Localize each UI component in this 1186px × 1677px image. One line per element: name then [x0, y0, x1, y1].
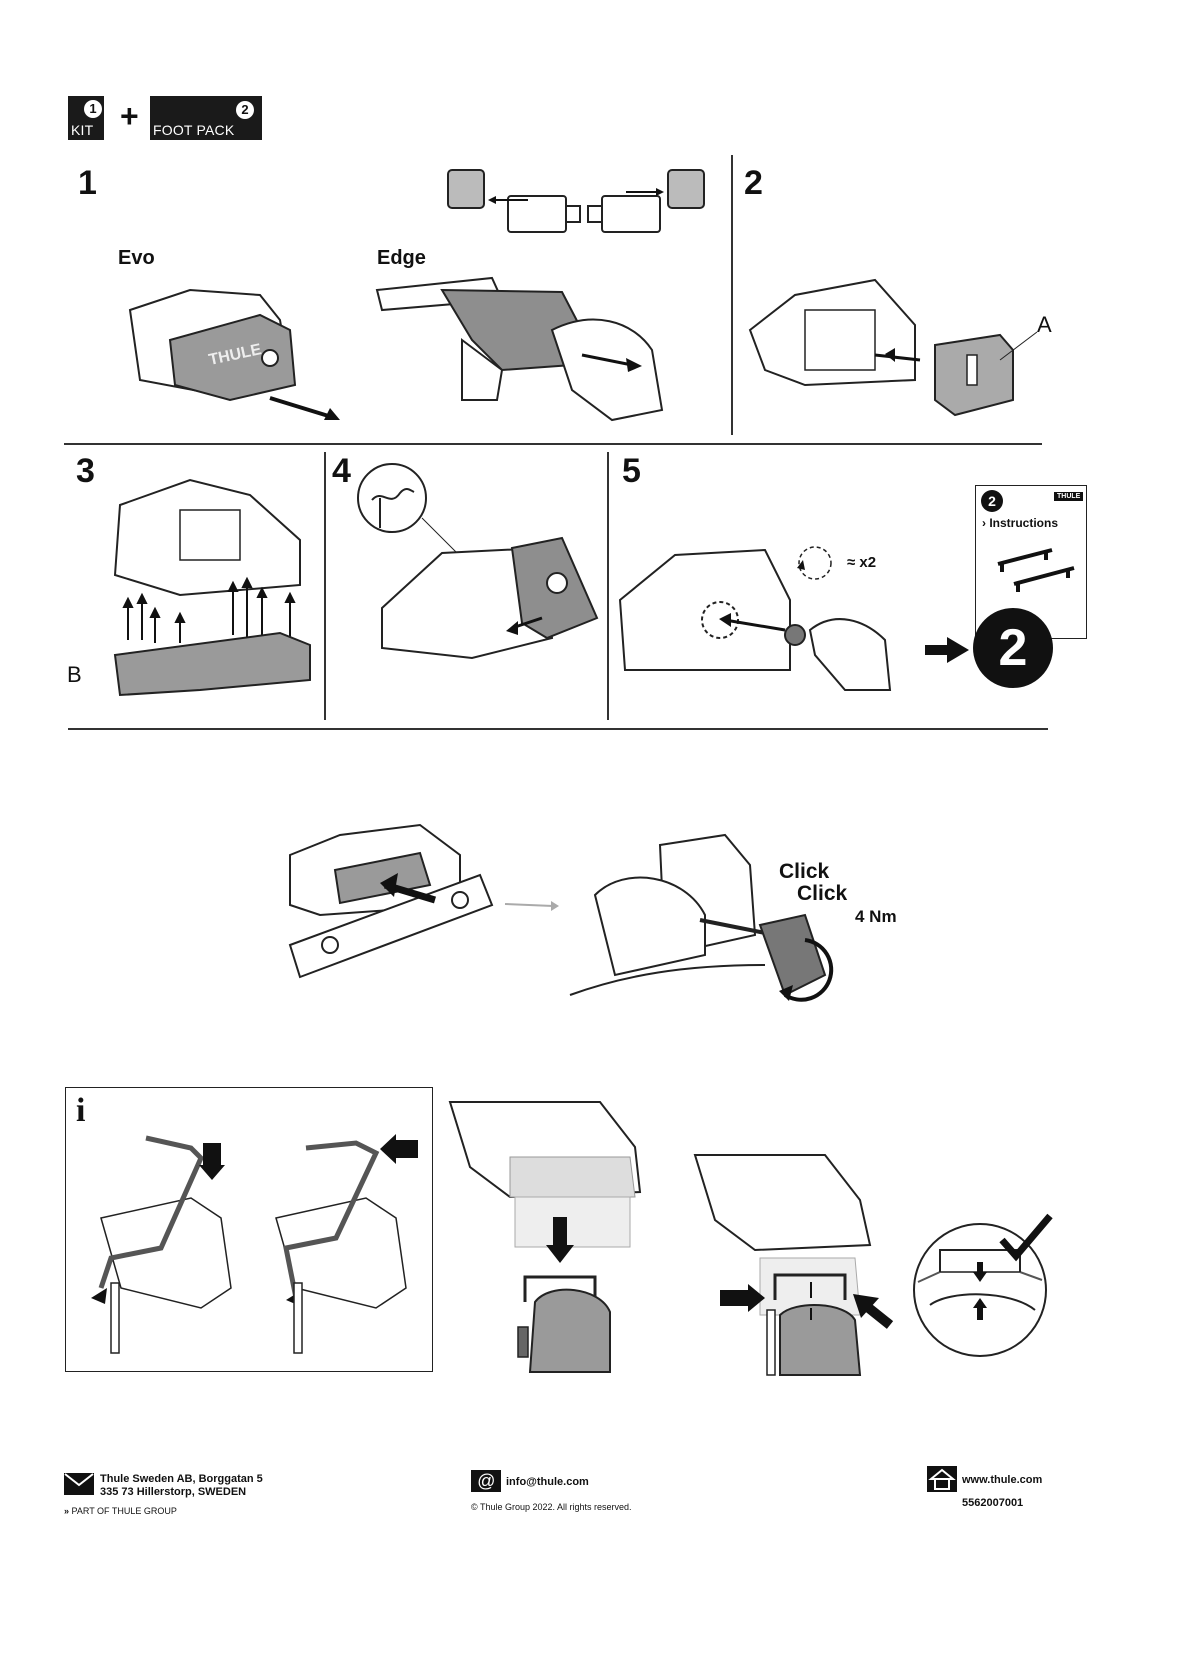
footpack-number: 2 — [236, 101, 254, 119]
correct-fit-detail — [913, 1213, 1053, 1357]
part-number: 5562007001 — [962, 1497, 1024, 1509]
step5-illustration — [618, 546, 892, 691]
row2-divider — [68, 728, 1048, 730]
mail-envelope-icon — [64, 1473, 94, 1495]
chevron-right-icon: » — [64, 1506, 70, 1516]
company-address-line2: 335 73 Hillerstorp, SWEDEN — [100, 1486, 247, 1498]
step4-step5-separator — [607, 452, 609, 720]
transition-arrow — [504, 901, 559, 911]
email-icon: @ — [471, 1470, 501, 1492]
step-2-number: 2 — [744, 164, 763, 202]
bracket-attach-illustration — [288, 823, 494, 979]
step-3-number: 3 — [76, 452, 95, 490]
copyright-text: © Thule Group 2022. All rights reserved. — [471, 1502, 632, 1512]
plus-sign: + — [120, 98, 139, 134]
website-link[interactable]: www.thule.com — [962, 1474, 1043, 1486]
step3-illustration — [113, 478, 311, 697]
booklet-brand: THULE — [1054, 492, 1084, 501]
edge-label: Edge — [377, 247, 426, 269]
click-label-2: Click — [797, 882, 848, 905]
torque-tighten-illustration — [569, 833, 834, 1002]
roof-bars-icon — [997, 548, 1075, 592]
row1-divider — [64, 443, 1042, 445]
footpack-box: 2 FOOT PACK — [150, 96, 262, 140]
click-label-1: Click — [779, 860, 830, 883]
thule-group-text: PART OF THULE GROUP — [71, 1506, 177, 1516]
step2-illustration — [748, 278, 1038, 417]
step4-illustration — [357, 463, 599, 660]
info-right-diagram — [275, 1134, 418, 1354]
step-1-number: 1 — [78, 164, 97, 202]
company-address-line1: Thule Sweden AB, Borggatan 5 — [100, 1473, 263, 1485]
evo-label: Evo — [118, 247, 155, 269]
step3-step4-separator — [324, 452, 326, 720]
step-5-number: 5 — [622, 452, 641, 490]
foot-clamped-illustration — [693, 1154, 894, 1376]
info-left-diagram — [91, 1135, 232, 1354]
step1-adapter-diagram — [447, 169, 705, 233]
thule-group-line: » PART OF THULE GROUP — [64, 1506, 177, 1516]
edge-foot-illustration — [375, 276, 664, 422]
evo-foot-illustration: THULE — [128, 288, 340, 420]
info-box: i — [65, 1087, 433, 1372]
part-a-label: A — [1037, 312, 1052, 337]
repeat-x2-label: ≈ x2 — [847, 554, 877, 571]
email-link[interactable]: info@thule.com — [506, 1476, 589, 1488]
home-icon — [927, 1466, 957, 1492]
go-to-arrow-icon — [925, 637, 969, 663]
footpack-label: FOOT PACK — [153, 122, 235, 138]
step1-step2-separator — [731, 155, 733, 435]
info-label: i — [76, 1092, 86, 1129]
foot-lowering-illustration — [448, 1101, 642, 1373]
torque-label: 4 Nm — [855, 907, 897, 926]
booklet-number: 2 — [981, 490, 1003, 512]
kit-box: 1 KIT — [68, 96, 104, 140]
kit-label: KIT — [71, 122, 94, 138]
go-to-booklet-number: 2 — [973, 608, 1053, 688]
part-b-label: B — [67, 662, 82, 687]
kit-number: 1 — [84, 100, 102, 118]
booklet-title: › Instructions — [982, 516, 1059, 530]
step-4-number: 4 — [332, 452, 351, 490]
